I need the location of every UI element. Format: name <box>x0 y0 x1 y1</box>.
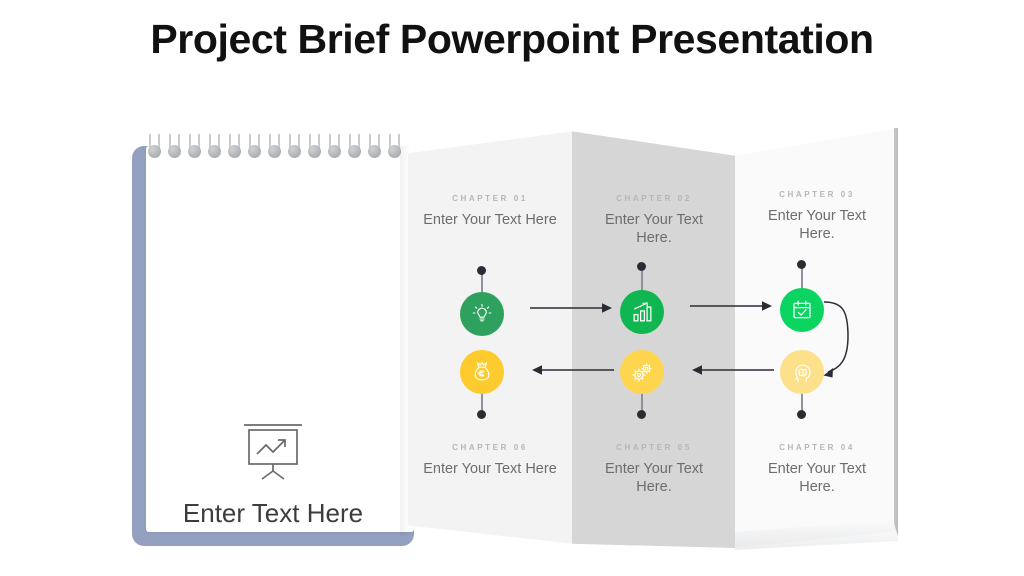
binding-ring <box>348 134 361 166</box>
binding-ring <box>148 134 161 166</box>
panel-left-shadow <box>400 146 410 536</box>
calendar-check-icon <box>790 298 814 322</box>
chapter-block-04: CHAPTER 04 Enter Your Text Here. <box>735 443 899 496</box>
node-chapter-02[interactable] <box>620 290 664 334</box>
arrow-top-2-to-3 <box>688 298 774 314</box>
chapter-label-02: CHAPTER 02 <box>616 194 692 203</box>
dot-bottom-1 <box>477 410 486 419</box>
chapter-text-05: Enter Your Text Here. <box>604 461 704 495</box>
panel-left <box>400 128 572 548</box>
dot-top-1 <box>477 266 486 275</box>
binding-ring <box>168 134 181 166</box>
spiral-binding <box>146 134 414 168</box>
chapter-text-04: Enter Your Text Here. <box>767 461 867 495</box>
panel-center <box>572 128 735 548</box>
node-chapter-06[interactable] <box>460 350 504 394</box>
chapter-text-02: Enter Your Text Here. <box>604 212 704 246</box>
panel-left-face <box>408 131 572 544</box>
binding-ring <box>228 134 241 166</box>
chapter-block-01: CHAPTER 01 Enter Your Text Here <box>408 194 572 229</box>
node-chapter-04[interactable] <box>780 350 824 394</box>
dot-top-2 <box>637 262 646 271</box>
node-chapter-05[interactable] <box>620 350 664 394</box>
notepad-placeholder-text: Enter Text Here <box>182 498 364 528</box>
dot-top-3 <box>797 260 806 269</box>
money-bag-icon <box>470 360 494 384</box>
presentation-chart-icon <box>240 421 306 483</box>
folded-panels: CHAPTER 01 Enter Your Text Here CHAPTER … <box>400 128 899 550</box>
arrow-bottom-5-to-6 <box>530 362 616 378</box>
binding-ring <box>308 134 321 166</box>
chapter-text-01: Enter Your Text Here <box>423 212 557 228</box>
binding-ring <box>288 134 301 166</box>
binding-ring <box>328 134 341 166</box>
node-chapter-03[interactable] <box>780 288 824 332</box>
head-brain-icon <box>790 360 815 385</box>
binding-ring <box>388 134 401 166</box>
notepad: Enter Text Here <box>132 134 414 546</box>
stem-bottom-2 <box>641 392 643 414</box>
chapter-label-01: CHAPTER 01 <box>452 194 528 203</box>
chapter-label-04: CHAPTER 04 <box>779 443 855 452</box>
notepad-page <box>146 146 414 532</box>
dot-bottom-2 <box>637 410 646 419</box>
panel-right-face <box>735 128 898 548</box>
chapter-label-06: CHAPTER 06 <box>452 443 528 452</box>
binding-ring <box>208 134 221 166</box>
bar-chart-icon <box>630 300 655 325</box>
panel-right <box>735 128 898 548</box>
binding-ring <box>268 134 281 166</box>
stem-bottom-3 <box>801 392 803 414</box>
arrow-top-1-to-2 <box>528 300 614 316</box>
arrow-bottom-4-to-5 <box>690 362 776 378</box>
chapter-text-06: Enter Your Text Here <box>423 461 557 477</box>
chapter-label-05: CHAPTER 05 <box>616 443 692 452</box>
arrow-curve-3-to-4 <box>820 296 860 382</box>
chapter-block-03: CHAPTER 03 Enter Your Text Here. <box>735 190 899 243</box>
stem-bottom-1 <box>481 392 483 414</box>
chapter-block-02: CHAPTER 02 Enter Your Text Here. <box>572 194 736 247</box>
dot-bottom-3 <box>797 410 806 419</box>
lightbulb-icon <box>470 302 494 326</box>
chapter-block-06: CHAPTER 06 Enter Your Text Here <box>408 443 572 478</box>
gears-icon <box>630 360 655 385</box>
chapter-label-03: CHAPTER 03 <box>779 190 855 199</box>
stem-top-1 <box>481 272 483 296</box>
page-title: Project Brief Powerpoint Presentation <box>150 16 874 62</box>
chapter-block-05: CHAPTER 05 Enter Your Text Here. <box>572 443 736 496</box>
binding-ring <box>368 134 381 166</box>
stem-top-3 <box>801 266 803 292</box>
panel-center-face <box>572 131 735 548</box>
node-chapter-01[interactable] <box>460 292 504 336</box>
chapter-text-03: Enter Your Text Here. <box>767 208 867 242</box>
stem-top-2 <box>641 268 643 294</box>
panel-right-edge <box>894 128 898 536</box>
binding-ring <box>188 134 201 166</box>
binding-ring <box>248 134 261 166</box>
